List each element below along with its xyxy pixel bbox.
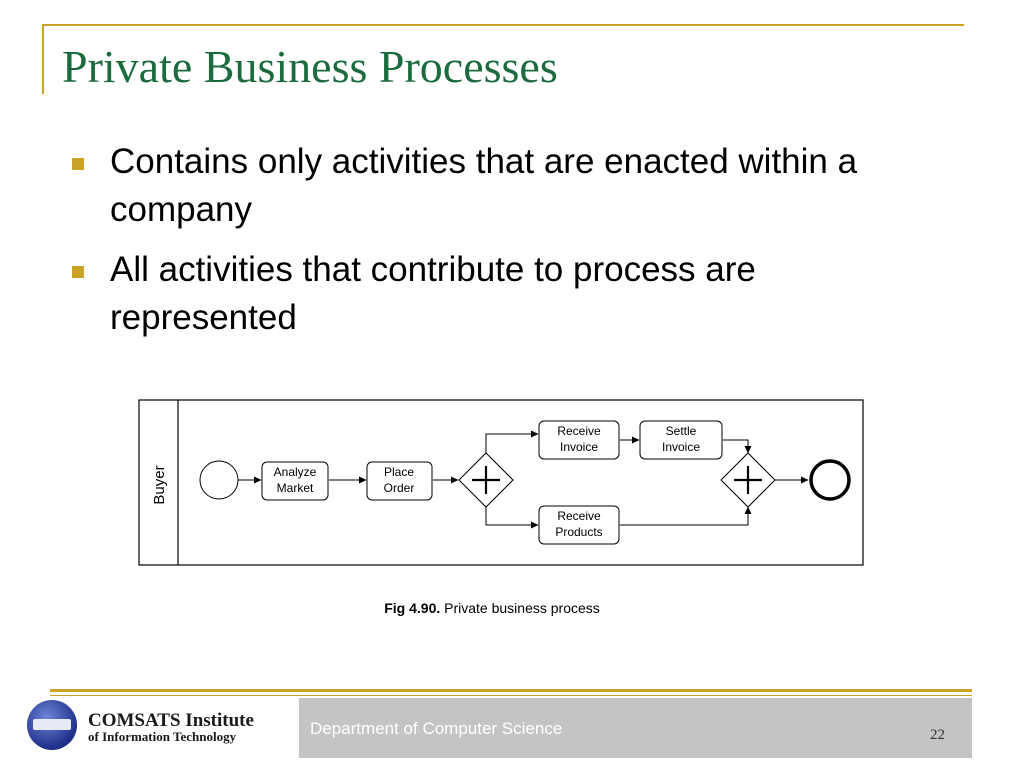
task-label: Receive [557,424,601,438]
lane-label: Buyer [151,465,168,504]
task-receive-products: Receive Products [538,505,620,545]
process-diagram: Buyer Analyze Market Place Order [138,399,865,567]
bullet-list: Contains only activities that are enacte… [72,138,952,354]
sequence-flow [620,506,752,526]
footer-bar [299,698,972,758]
process-diagram-svg: Buyer Analyze Market Place Order [138,399,864,566]
bullet-square-icon [72,158,84,170]
sequence-flow [485,507,539,529]
footer-rule [50,689,972,692]
figure-caption: Fig 4.90. Private business process [0,600,984,616]
task-label: Order [384,481,415,495]
parallel-join-gateway [720,452,776,508]
bullet-text: Contains only activities that are enacte… [110,142,858,229]
footer-department: Department of Computer Science [310,719,563,738]
sequence-flow [723,439,752,454]
task-receive-invoice: Receive Invoice [538,420,620,460]
comsats-logo-globe-icon [27,700,77,750]
task-label: Receive [557,509,601,523]
task-label: Invoice [662,440,700,454]
caption-text: Private business process [440,600,600,616]
page-number: 22 [930,727,945,743]
task-analyze-market: Analyze Market [261,461,329,501]
logo-institute-subname: of Information Technology [88,729,237,744]
start-event [199,460,239,500]
logo-band [33,719,71,730]
task-settle-invoice: Settle Invoice [639,420,723,460]
task-label: Market [277,481,314,495]
parallel-split-gateway [458,452,514,508]
task-label: Invoice [560,440,598,454]
task-label: Place [384,465,414,479]
caption-label: Fig 4.90. [384,600,441,616]
title-frame-left-rule [42,24,44,94]
footer-rule-thin [50,695,972,696]
logo-institute-name: COMSATS Institute [88,710,254,731]
task-label: Settle [666,424,697,438]
end-event [809,459,851,501]
bullet-item: All activities that contribute to proces… [72,246,952,342]
sequence-flow [485,430,539,453]
bullet-text: All activities that contribute to proces… [110,250,756,337]
task-label: Analyze [274,465,317,479]
title-frame-top-rule [42,24,964,26]
task-label: Products [555,525,602,539]
bullet-item: Contains only activities that are enacte… [72,138,952,234]
task-place-order: Place Order [366,461,433,501]
slide-title: Private Business Processes [62,41,558,92]
bullet-square-icon [72,266,84,278]
